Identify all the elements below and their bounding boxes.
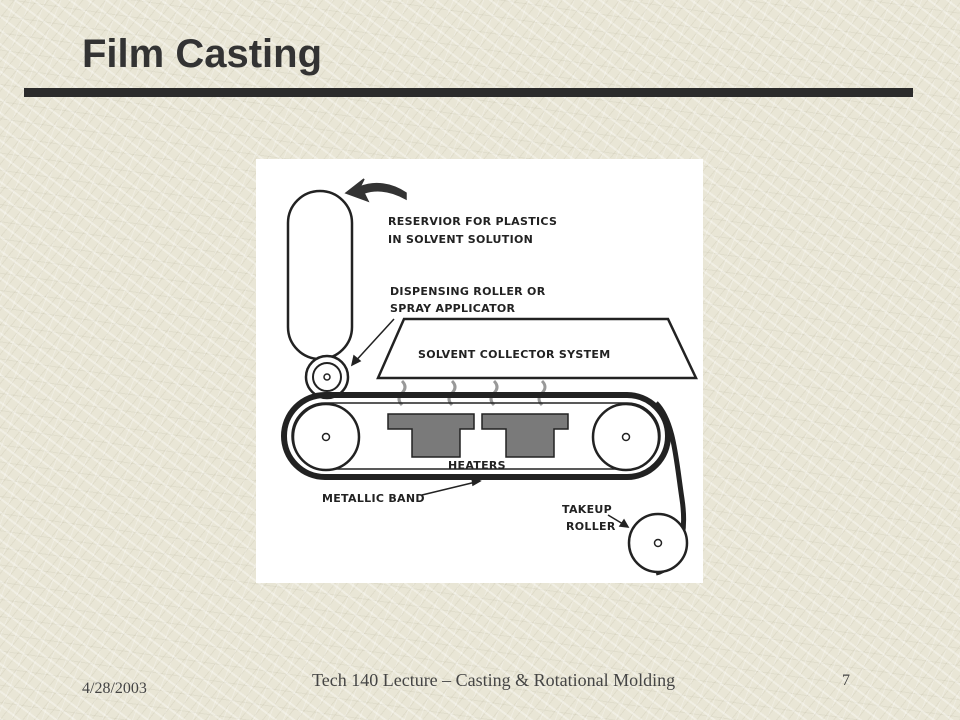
dispensing-leader (351, 318, 395, 366)
heaters-label: HEATERS (448, 459, 506, 472)
slide-title: Film Casting (82, 32, 323, 76)
left-belt-roller (291, 402, 361, 472)
takeup-label-line2: ROLLER (566, 520, 616, 533)
collector-label: SOLVENT COLLECTOR SYSTEM (418, 348, 611, 361)
reservoir-label-line1: RESERVIOR FOR PLASTICS (388, 215, 557, 228)
flow-arrow (344, 178, 407, 203)
reservoir-label-line2: IN SOLVENT SOLUTION (388, 233, 533, 246)
band-label: METALLIC BAND (322, 492, 425, 505)
takeup-roller (627, 512, 689, 574)
title-divider (24, 88, 913, 97)
film-casting-diagram: RESERVIOR FOR PLASTICS IN SOLVENT SOLUTI… (256, 159, 703, 583)
dispensing-label-line2: SPRAY APPLICATOR (390, 302, 516, 315)
footer-page-number: 7 (842, 672, 850, 689)
dispensing-label-line1: DISPENSING ROLLER OR (390, 285, 546, 298)
solvent-collector (376, 317, 698, 380)
band-leader (421, 480, 481, 496)
heater-1 (387, 413, 475, 458)
right-belt-roller (591, 402, 661, 472)
reservoir-tank (286, 189, 354, 361)
takeup-label-line1: TAKEUP (562, 503, 612, 516)
footer-date: 4/28/2003 (82, 680, 147, 697)
heater-2 (481, 413, 569, 458)
footer-course-title: Tech 140 Lecture – Casting & Rotational … (312, 670, 676, 690)
metallic-band (281, 392, 671, 480)
